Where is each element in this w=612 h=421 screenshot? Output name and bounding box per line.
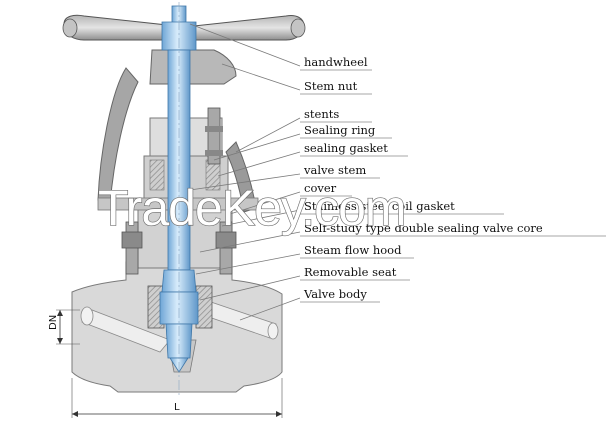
- label-sealing-ring: Sealing ring: [304, 123, 376, 137]
- leader-lines: [189, 23, 301, 321]
- label-stem-nut: Stem nut: [304, 79, 358, 93]
- label-stents: stents: [304, 107, 339, 121]
- handwheel-shape: [62, 14, 306, 41]
- bonnet-bolts: [121, 107, 237, 275]
- label-handwheel: handwheel: [304, 55, 368, 69]
- part-labels: handwheel Stem nut stents Sealing ring s…: [300, 55, 606, 303]
- dimension-dn-label: DN: [48, 315, 59, 330]
- label-removable-seat: Removable seat: [304, 265, 397, 279]
- label-cover: cover: [304, 181, 337, 195]
- watermark: TradeKey.com: [98, 180, 406, 236]
- label-valve-body: Valve body: [303, 287, 367, 301]
- label-sealing-gasket: sealing gasket: [304, 141, 388, 155]
- label-steam-flow-hood: Steam flow hood: [304, 243, 402, 257]
- dimension-l-label: L: [174, 402, 180, 413]
- label-valve-stem: valve stem: [303, 163, 366, 177]
- dimension-l: L: [71, 378, 283, 418]
- label-valve-core: Self-study type double sealing valve cor…: [304, 221, 543, 235]
- label-coil-gasket: Stainless steel coil gasket: [304, 199, 455, 213]
- dimension-dn: DN: [48, 309, 80, 345]
